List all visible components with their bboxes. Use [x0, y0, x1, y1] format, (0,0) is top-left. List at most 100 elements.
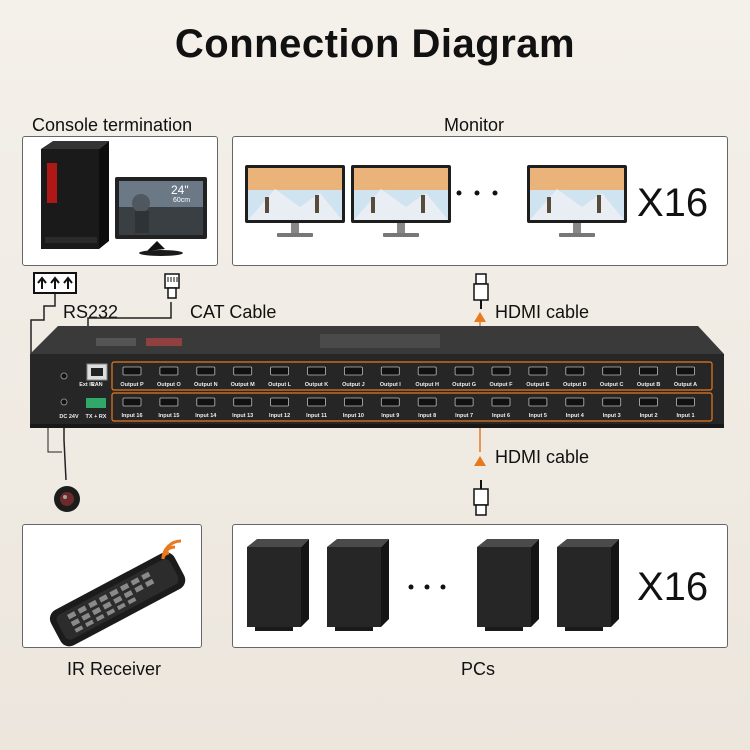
output-port-label: Output M	[230, 382, 255, 388]
ellipsis-dot	[456, 190, 462, 196]
hdmi-port-output	[159, 366, 179, 376]
wifi-signal-icon	[159, 535, 193, 563]
hdmi-port-output	[639, 366, 658, 376]
hdmi-cable-top-label: HDMI cable	[495, 302, 590, 322]
hdmi-port-input	[491, 397, 511, 407]
input-port-label: Input 8	[418, 413, 437, 419]
output-port-label: Output F	[489, 382, 513, 388]
hdmi-port-output	[491, 366, 511, 376]
monitors-row	[245, 165, 627, 237]
txrx-label: TX + RX	[85, 414, 107, 420]
pcs-row	[247, 539, 619, 631]
monitor-count-label: X16	[637, 181, 709, 225]
hdmi-port-input	[528, 397, 548, 407]
hdmi-port-output	[270, 366, 290, 376]
output-port-label: Output D	[563, 382, 587, 388]
pcs-label: PCs	[461, 659, 496, 679]
cat-cable-label: CAT Cable	[190, 302, 277, 322]
hdmi-port-output	[307, 366, 326, 376]
output-port-label: Output B	[636, 382, 661, 388]
ir-remote-panel	[22, 524, 202, 648]
hdmi-port-output	[417, 366, 437, 376]
hdmi-plug-bottom-icon	[472, 480, 490, 516]
computer-and-monitor-icon	[41, 141, 207, 256]
hdmi-plug-icon	[472, 273, 490, 309]
page-title: Connection Diagram	[174, 22, 576, 66]
input-port-label: Input 2	[639, 413, 658, 419]
hdmi-port-input	[159, 397, 179, 407]
output-port-label: Output K	[304, 382, 329, 388]
input-port-label: Input 1	[676, 413, 695, 419]
hdmi-port-input	[307, 397, 326, 407]
output-port-label: Output C	[599, 382, 624, 388]
input-port-label: Input 3	[602, 413, 621, 419]
hdmi-port-input	[380, 397, 400, 407]
hdmi-port-input	[196, 397, 216, 407]
input-port-label: Input 15	[158, 413, 180, 419]
hdmi-port-input	[565, 397, 585, 407]
input-port-label: Input 16	[121, 413, 143, 419]
input-port-label: Input 10	[342, 413, 364, 419]
output-port-label: Output J	[342, 382, 365, 388]
rs232-label: RS232	[63, 302, 119, 322]
output-port-label: Output O	[156, 382, 181, 388]
pcs-panel: X16	[232, 524, 728, 648]
rj45-plug-icon	[163, 272, 181, 302]
remote-control-icon	[49, 552, 186, 647]
monitor-label: Monitor	[444, 115, 505, 135]
output-port-label: Output H	[415, 382, 439, 388]
output-port-label: Output N	[194, 382, 218, 388]
monitor-size-label: 24"	[171, 183, 189, 197]
monitor-panel: X16	[232, 136, 728, 266]
hdmi-port-output	[196, 366, 216, 376]
ellipsis-dot	[440, 584, 446, 590]
hdmi-port-input	[417, 397, 437, 407]
arrow-up-icon	[473, 301, 487, 315]
input-port-label: Input 12	[269, 413, 291, 419]
output-port-label: Output L	[268, 382, 292, 388]
hdmi-port-input	[343, 397, 363, 407]
hdmi-port-input	[639, 397, 658, 407]
input-port-label: Input 11	[306, 413, 327, 419]
pc-tower-icon	[327, 539, 389, 631]
pc-tower-icon	[477, 539, 539, 631]
monitor-size-cm-label: 60cm	[173, 197, 191, 204]
hdmi-port-output	[528, 366, 548, 376]
pc-tower-icon	[557, 539, 619, 631]
hdmi-port-output	[122, 366, 142, 376]
hdmi-port-output	[454, 366, 474, 376]
hdmi-port-input	[602, 397, 622, 407]
ellipsis-dot	[424, 584, 430, 590]
ext-ir-label: Ext IR	[79, 382, 95, 388]
hdmi-port-output	[233, 366, 253, 376]
console-panel: 24" 60cm	[22, 136, 218, 266]
hdmi-port-output	[676, 366, 695, 376]
input-port-label: Input 13	[232, 413, 254, 419]
input-port-label: Input 7	[455, 413, 474, 419]
input-port-label: Input 4	[565, 413, 584, 419]
output-port-label: Output A	[673, 382, 698, 388]
input-port-label: Input 14	[195, 413, 217, 419]
hdmi-port-input	[233, 397, 253, 407]
hdmi-port-input	[122, 397, 142, 407]
monitor-icon	[351, 165, 451, 237]
dc-label: DC 24V	[59, 414, 79, 420]
hdmi-port-output	[343, 366, 363, 376]
hdmi-port-input	[270, 397, 290, 407]
ir-receiver-label: IR Receiver	[67, 659, 162, 679]
console-label: Console termination	[32, 115, 193, 135]
output-port-label: Output I	[379, 382, 401, 388]
pc-tower-icon	[247, 539, 309, 631]
output-port-label: Output G	[452, 382, 476, 388]
ir-receiver-eye-icon	[52, 484, 82, 514]
hdmi-port-input	[676, 397, 695, 407]
ellipsis-dot	[492, 190, 498, 196]
output-port-label: Output E	[526, 382, 550, 388]
monitor-icon	[245, 165, 345, 237]
lan-label: LAN	[91, 382, 103, 388]
hdmi-port-input	[454, 397, 474, 407]
hdmi-cable-bottom-label: HDMI cable	[495, 447, 590, 467]
input-port-label: Input 6	[491, 413, 511, 419]
ellipsis-dot	[474, 190, 480, 196]
